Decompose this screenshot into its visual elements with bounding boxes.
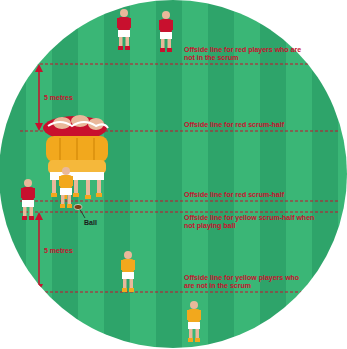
offside-line-label: Offside line for red players who are not… [184,46,304,62]
offside-line-label: Offside line for yellow scrum-half when … [184,214,324,230]
ball-label: Ball [84,219,97,227]
offside-line-label: Offside line for red scrum-half [184,121,284,129]
distance-label: 5 metres [44,94,73,102]
offside-line-label: Offside line for red scrum-half [184,191,284,199]
distance-label: 5 metres [44,247,73,255]
offside-line-label: Offside line for yellow players who are … [184,274,304,290]
